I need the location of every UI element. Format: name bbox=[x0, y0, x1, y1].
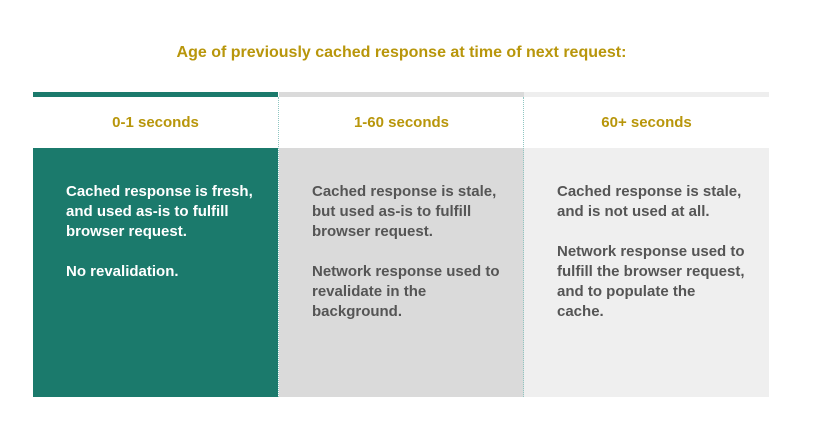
column-top-bar bbox=[524, 92, 769, 97]
column-paragraph: Network response used to fulfill the bro… bbox=[557, 243, 745, 320]
column-paragraph: Cached response is stale, and is not use… bbox=[557, 183, 742, 220]
column-body: Cached response is stale, but used as-is… bbox=[279, 148, 524, 397]
column-60-plus-seconds: 60+ seconds Cached response is stale, an… bbox=[524, 92, 769, 397]
column-header: 60+ seconds bbox=[601, 114, 692, 131]
column-header: 1-60 seconds bbox=[353, 114, 450, 131]
column-paragraph: Cached response is fresh, and used as-is… bbox=[66, 183, 253, 240]
diagram-title: Age of previously cached response at tim… bbox=[176, 44, 627, 61]
column-top-bar bbox=[33, 92, 278, 97]
column-divider bbox=[278, 97, 279, 397]
column-body: Cached response is fresh, and used as-is… bbox=[33, 148, 278, 397]
column-1-60-seconds: 1-60 seconds Cached response is stale, b… bbox=[279, 92, 524, 397]
column-top-bar bbox=[279, 92, 524, 97]
cache-age-diagram: 0-1 seconds Cached response is fresh, an… bbox=[33, 92, 769, 397]
column-paragraph: Cached response is stale, but used as-is… bbox=[312, 183, 497, 240]
column-header: 0-1 seconds bbox=[112, 114, 199, 131]
column-paragraph: No revalidation. bbox=[66, 263, 179, 280]
column-paragraph: Network response used to revalidate in t… bbox=[312, 263, 500, 320]
column-divider bbox=[523, 97, 524, 397]
column-0-1-seconds: 0-1 seconds Cached response is fresh, an… bbox=[33, 92, 278, 397]
column-body: Cached response is stale, and is not use… bbox=[524, 148, 769, 397]
